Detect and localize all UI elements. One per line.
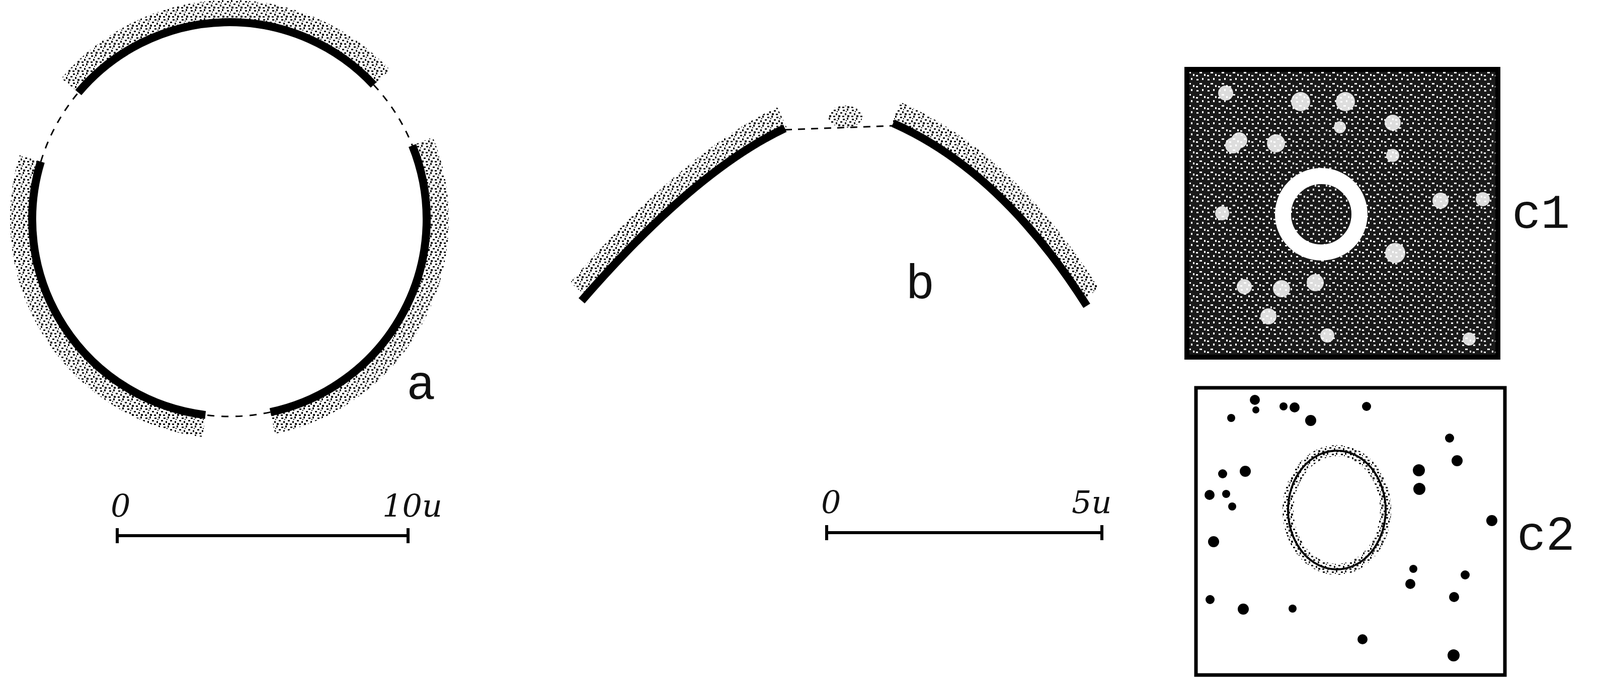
scale-value: 5u <box>1071 487 1112 519</box>
wall-fragment-b <box>578 105 1090 306</box>
scale-value: 0 <box>821 487 841 519</box>
panel-letter: c2 <box>1516 513 1575 562</box>
panel-letter: b <box>905 261 935 310</box>
panel-letter: a <box>406 362 436 411</box>
scale-value: 10u <box>382 490 443 522</box>
surface-view-c2 <box>1195 387 1505 676</box>
panel-letter: c1 <box>1511 191 1570 240</box>
scale-value: 0 <box>110 490 131 522</box>
surface-view-c1 <box>1186 69 1498 358</box>
cell-outline-a <box>21 11 438 427</box>
scale-bars <box>117 525 1102 544</box>
